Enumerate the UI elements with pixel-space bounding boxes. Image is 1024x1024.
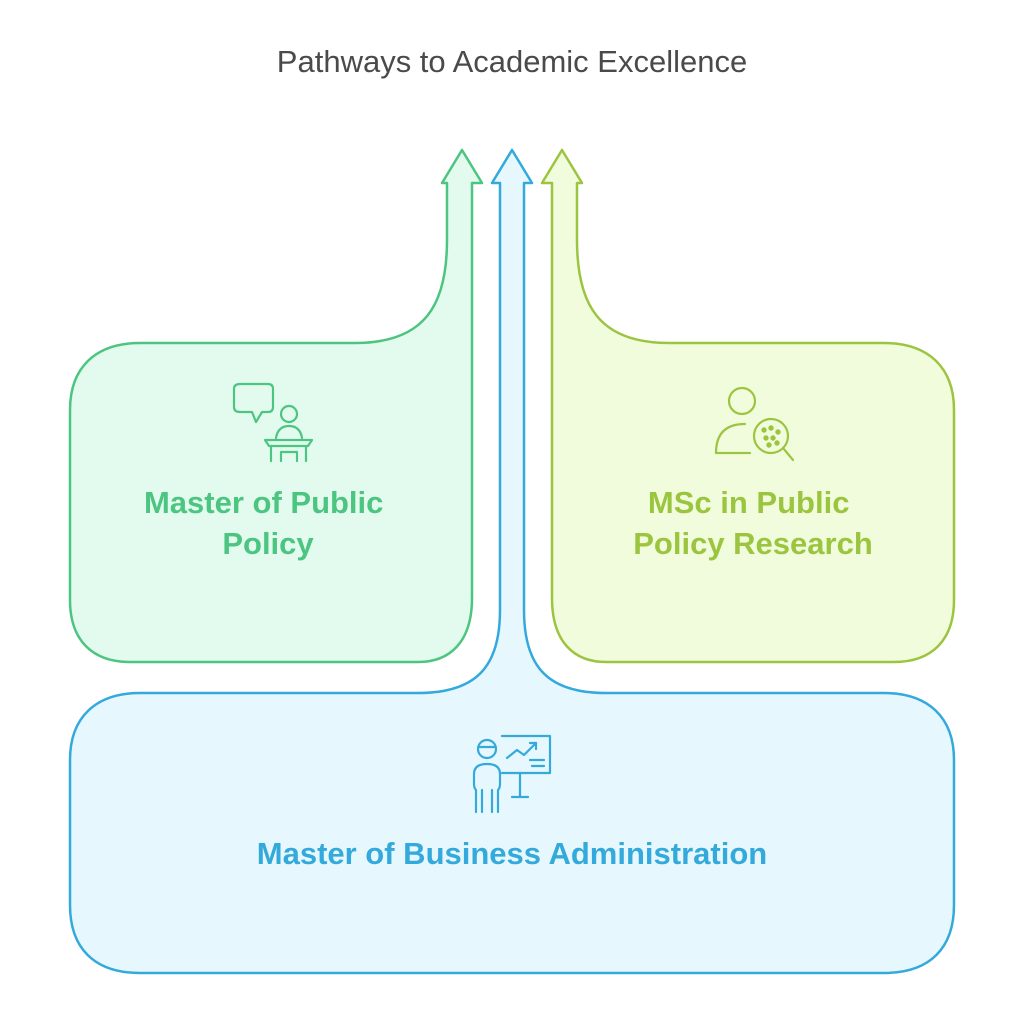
public-policy-label: Master of Public Policy: [144, 485, 392, 561]
policy-research-label-line2: Policy Research: [633, 526, 873, 561]
public-policy-box-shape: [68, 148, 484, 664]
business-admin-box-shape: [68, 148, 956, 975]
public-policy-label-line1: Master of Public: [144, 485, 383, 520]
presenter-chart-icon: [472, 734, 552, 814]
policy-research-label: MSc in Public Policy Research: [633, 485, 873, 561]
person-magnifier-icon: [714, 386, 795, 462]
speaker-at-podium-icon: [232, 382, 314, 463]
diagram-title: Pathways to Academic Excellence: [277, 44, 747, 79]
policy-research-pathway: MSc in Public Policy Research: [540, 148, 956, 664]
policy-research-label-line1: MSc in Public: [648, 485, 850, 520]
business-admin-label: Master of Business Administration: [257, 836, 767, 871]
public-policy-label-line2: Policy: [222, 526, 314, 561]
public-policy-pathway: Master of Public Policy: [68, 148, 484, 664]
policy-research-box-shape: [540, 148, 956, 664]
business-admin-pathway: Master of Business Administration: [68, 148, 956, 975]
